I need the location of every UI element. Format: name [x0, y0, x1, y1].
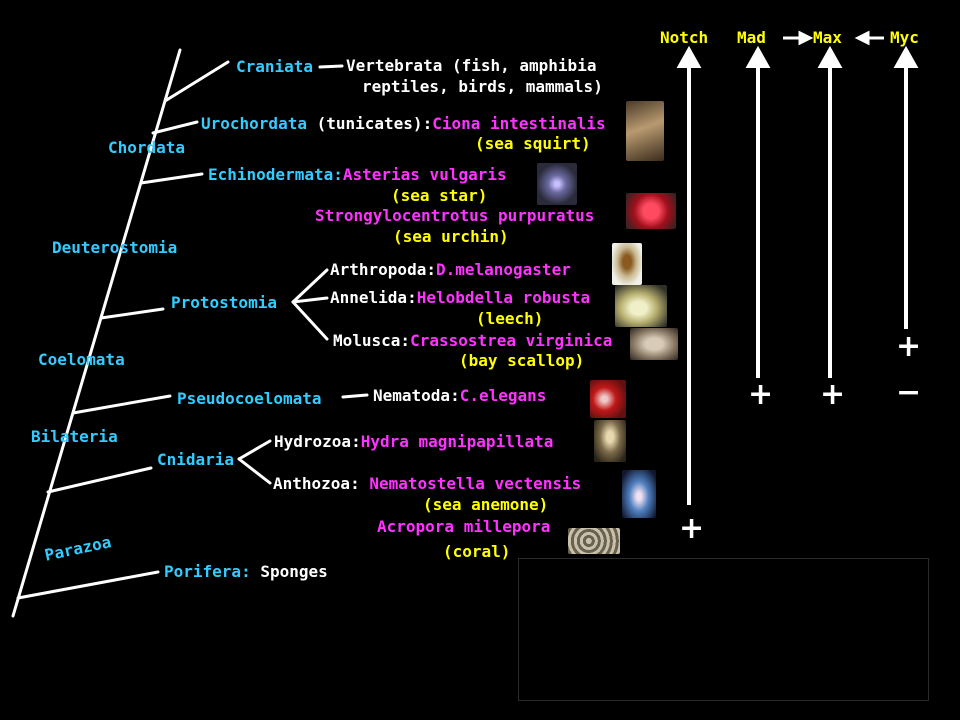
clade-bilateria: Bilateria — [31, 427, 118, 446]
sea-star-photo — [537, 163, 577, 205]
row-molusca: Molusca:Crassostrea virginica — [333, 333, 612, 349]
branch-craniata — [163, 60, 230, 103]
bay-scallop-photo — [630, 328, 678, 360]
clade-deuterostomia: Deuterostomia — [52, 238, 178, 257]
common-sea-star: (sea star) — [391, 186, 488, 205]
branch-echinodermata — [139, 172, 204, 185]
common-bay-scallop: (bay scallop) — [459, 351, 585, 370]
clade-pseudocoelomata: Pseudocoelomata — [177, 389, 322, 408]
common-sea-anemone: (sea anemone) — [423, 495, 549, 514]
notch-plus-mark: + — [679, 511, 705, 546]
common-sea-urchin: (sea urchin) — [393, 227, 509, 246]
branch-cnidaria-hydrozoa — [237, 439, 272, 461]
myc-minus-mark: − — [896, 375, 922, 410]
sea-squirt-photo — [626, 101, 664, 161]
taxon-tunicates: (tunicates): — [306, 114, 433, 133]
species-nematostella: Nematostella vectensis — [369, 474, 582, 493]
branch-protostomia-molusca — [291, 300, 329, 341]
branch-protostomia-annelida — [291, 296, 329, 304]
branch-cnidaria-anthozoa — [237, 457, 272, 485]
common-leech: (leech) — [476, 309, 544, 328]
clade-porifera: Porifera: — [164, 562, 251, 581]
gene-label-myc: Myc — [890, 28, 919, 47]
sea-urchin-photo — [626, 193, 676, 229]
taxon-sponges: Sponges — [250, 562, 328, 581]
fruit-fly-photo — [612, 243, 642, 285]
arrow-myc-head — [893, 45, 919, 68]
myc-plus-mark: + — [896, 329, 922, 364]
branch-craniata-vertebrata — [318, 64, 344, 69]
species-asterias: Asterias vulgaris — [342, 165, 507, 184]
row-arthropoda: Arthropoda:D.melanogaster — [330, 262, 571, 278]
clade-echinodermata: Echinodermata: — [208, 165, 343, 184]
common-sea-squirt: (sea squirt) — [475, 134, 591, 153]
taxon-vertebrata-line2: reptiles, birds, mammals) — [362, 77, 603, 96]
branch-protostomia-arthropoda — [291, 268, 329, 304]
sea-anemone-photo — [622, 470, 656, 518]
mad-plus-mark: + — [748, 377, 774, 412]
clade-coelomata: Coelomata — [38, 350, 125, 369]
branch-porifera — [16, 570, 160, 600]
taxon-molusca: Molusca: — [333, 331, 411, 350]
taxon-annelida: Annelida: — [330, 288, 417, 307]
coral-photo — [568, 528, 620, 554]
species-acropora: Acropora millepora — [377, 517, 551, 536]
gene-label-max: Max — [813, 28, 842, 47]
branch-cnidaria — [46, 466, 153, 494]
arrow-notch-head — [676, 45, 702, 68]
common-coral: (coral) — [443, 542, 511, 561]
tree-trunk — [11, 48, 182, 618]
species-strongylocentrotus: Strongylocentrotus purpuratus — [315, 206, 595, 225]
clade-craniata: Craniata — [236, 57, 314, 76]
taxon-hydrozoa: Hydrozoa: — [274, 432, 361, 451]
row-nematoda: Nematoda:C.elegans — [373, 388, 546, 404]
hydra-photo — [594, 420, 626, 462]
arrow-max-head — [817, 45, 843, 68]
row-porifera: Porifera: Sponges — [164, 564, 328, 580]
taxon-nematoda: Nematoda: — [373, 386, 460, 405]
c-elegans-photo — [590, 380, 626, 418]
gene-label-notch: Notch — [660, 28, 709, 47]
max-plus-mark: + — [820, 377, 846, 412]
species-celegans: C.elegans — [459, 386, 547, 405]
branch-protostomia — [99, 307, 165, 320]
row-hydrozoa: Hydrozoa:Hydra magnipapillata — [274, 434, 553, 450]
arrow-mad-max-head — [798, 30, 814, 46]
row-anthozoa: Anthozoa: Nematostella vectensis — [273, 476, 581, 492]
branch-pseudo-nematoda — [341, 393, 369, 399]
taxon-arthropoda: Arthropoda: — [330, 260, 436, 279]
taxon-anthozoa: Anthozoa: — [273, 474, 370, 493]
species-ciona: Ciona intestinalis — [432, 114, 606, 133]
taxon-vertebrata-line1: Vertebrata (fish, amphibia — [346, 56, 597, 75]
clade-protostomia: Protostomia — [171, 293, 277, 312]
branch-pseudocoelomata — [71, 394, 172, 415]
row-annelida: Annelida:Helobdella robusta — [330, 290, 590, 306]
clade-urochordata: Urochordata — [201, 114, 307, 133]
species-dmelanogaster: D.melanogaster — [435, 260, 571, 279]
clade-cnidaria: Cnidaria — [157, 450, 235, 469]
species-helobdella: Helobdella robusta — [416, 288, 591, 307]
leech-photo — [615, 285, 667, 327]
arrow-myc-max-head — [854, 30, 870, 46]
species-hydra: Hydra magnipapillata — [360, 432, 554, 451]
branch-urochordata — [151, 120, 199, 135]
arrow-mad-head — [745, 45, 771, 68]
clade-chordata: Chordata — [108, 138, 186, 157]
empty-panel — [518, 558, 929, 701]
row-echinodermata: Echinodermata:Asterias vulgaris — [208, 167, 507, 183]
species-crassostrea: Crassostrea virginica — [410, 331, 613, 350]
gene-label-mad: Mad — [737, 28, 766, 47]
row-urochordata: Urochordata (tunicates):Ciona intestinal… — [201, 116, 606, 132]
